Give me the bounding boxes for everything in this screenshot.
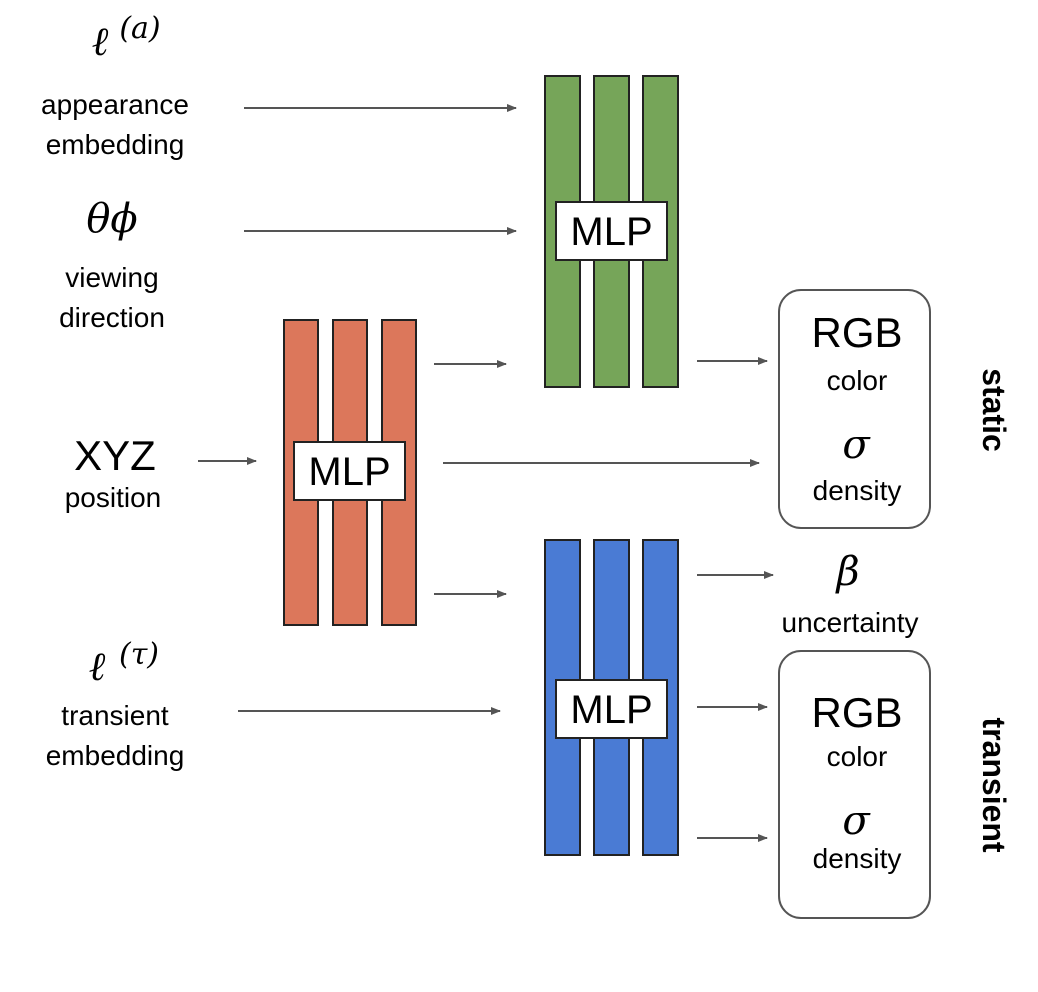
arrows [198, 104, 774, 842]
transient-rgb-label: color [827, 741, 888, 772]
static-output-box [778, 289, 931, 529]
position-label: position [65, 482, 162, 513]
input-xyz-position: XYZ position [65, 432, 162, 513]
transient-output-box [778, 650, 931, 919]
mlp-static: MLP [544, 75, 679, 388]
beta-symbol: β [834, 549, 859, 595]
viewing-label-line2: direction [59, 302, 165, 333]
static-rgb-label: color [827, 365, 888, 396]
mlp-transient-label-box [555, 679, 668, 739]
mlp-static-label: MLP [570, 210, 652, 254]
appearance-symbol: ℓ [92, 19, 109, 65]
static-sigma: σ [842, 422, 871, 468]
viewing-label-line1: viewing [65, 262, 158, 293]
appearance-label-line1: appearance [41, 89, 189, 120]
appearance-label-line2: embedding [46, 129, 185, 160]
mlp-transient-label: MLP [570, 688, 652, 732]
transient-label-line1: transient [61, 700, 169, 731]
input-transient-embedding: ℓ (τ) transient embedding [46, 637, 185, 771]
output-transient: RGB color σ density transient [778, 650, 1012, 919]
appearance-superscript: (a) [119, 11, 160, 46]
output-static: RGB color σ density static [778, 289, 1012, 529]
viewing-symbol: θϕ [86, 196, 137, 242]
mlp-base: MLP [283, 319, 417, 626]
transient-superscript: (τ) [119, 637, 159, 672]
input-appearance-embedding: ℓ (a) appearance embedding [41, 11, 189, 160]
transient-label-line2: embedding [46, 740, 185, 771]
transient-sigma-label: density [813, 843, 902, 874]
mlp-transient: MLP [544, 539, 679, 856]
mlp-static-label-box [555, 201, 668, 261]
output-uncertainty: β uncertainty [782, 549, 919, 638]
transient-group-label: transient [976, 717, 1012, 852]
transient-sigma: σ [842, 798, 871, 844]
transient-rgb: RGB [811, 689, 902, 736]
xyz-symbol: XYZ [74, 432, 156, 479]
static-group-label: static [976, 368, 1012, 452]
static-sigma-label: density [813, 475, 902, 506]
mlp-base-label-box [293, 441, 406, 501]
uncertainty-label: uncertainty [782, 607, 919, 638]
static-rgb: RGB [811, 309, 902, 356]
input-viewing-direction: θϕ viewing direction [59, 196, 165, 333]
transient-symbol: ℓ [89, 644, 106, 690]
mlp-base-label: MLP [308, 450, 390, 494]
